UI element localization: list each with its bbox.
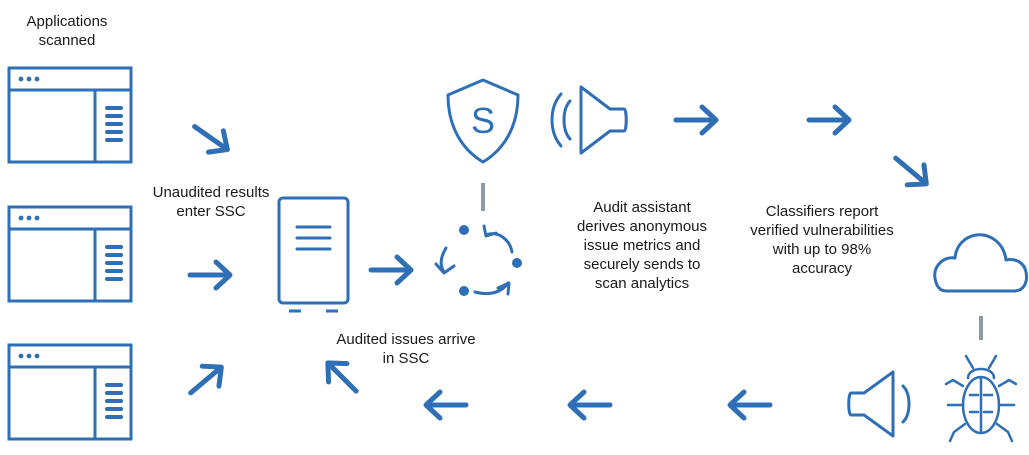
shield-letter: S: [471, 100, 495, 141]
bug-icon: [944, 354, 1018, 443]
arrow-icon: [809, 107, 849, 133]
unaudited-label: Unaudited results enter SSC: [152, 184, 270, 220]
arrow-icon: [426, 392, 466, 418]
arrow-icon: [570, 392, 610, 418]
app-window-icon: [7, 66, 133, 164]
audit-assistant-label: Audit assistant derives anonymous issue …: [576, 199, 708, 292]
arrow-icon: [187, 116, 235, 160]
app-window-icon: [7, 205, 133, 303]
arrow-icon: [182, 357, 229, 403]
refresh-cycle-icon: [434, 224, 522, 296]
arrow-icon: [371, 257, 411, 283]
app-window-icon: [7, 343, 133, 441]
arrow-icon: [676, 107, 716, 133]
arrow-icon: [190, 262, 230, 288]
server-icon: [277, 196, 350, 313]
speaker-icon: [847, 370, 911, 438]
arrow-icon: [887, 148, 934, 194]
audited-label: Audited issues arrive in SSC: [336, 331, 476, 367]
shield-icon: S: [446, 78, 520, 164]
classifiers-label: Classifiers report verified vulnerabilit…: [750, 203, 894, 277]
arrow-icon: [730, 392, 770, 418]
speaker-icon: [550, 85, 628, 155]
apps-scanned-label: Applications scanned: [26, 13, 108, 49]
cloud-icon: [933, 233, 1028, 293]
